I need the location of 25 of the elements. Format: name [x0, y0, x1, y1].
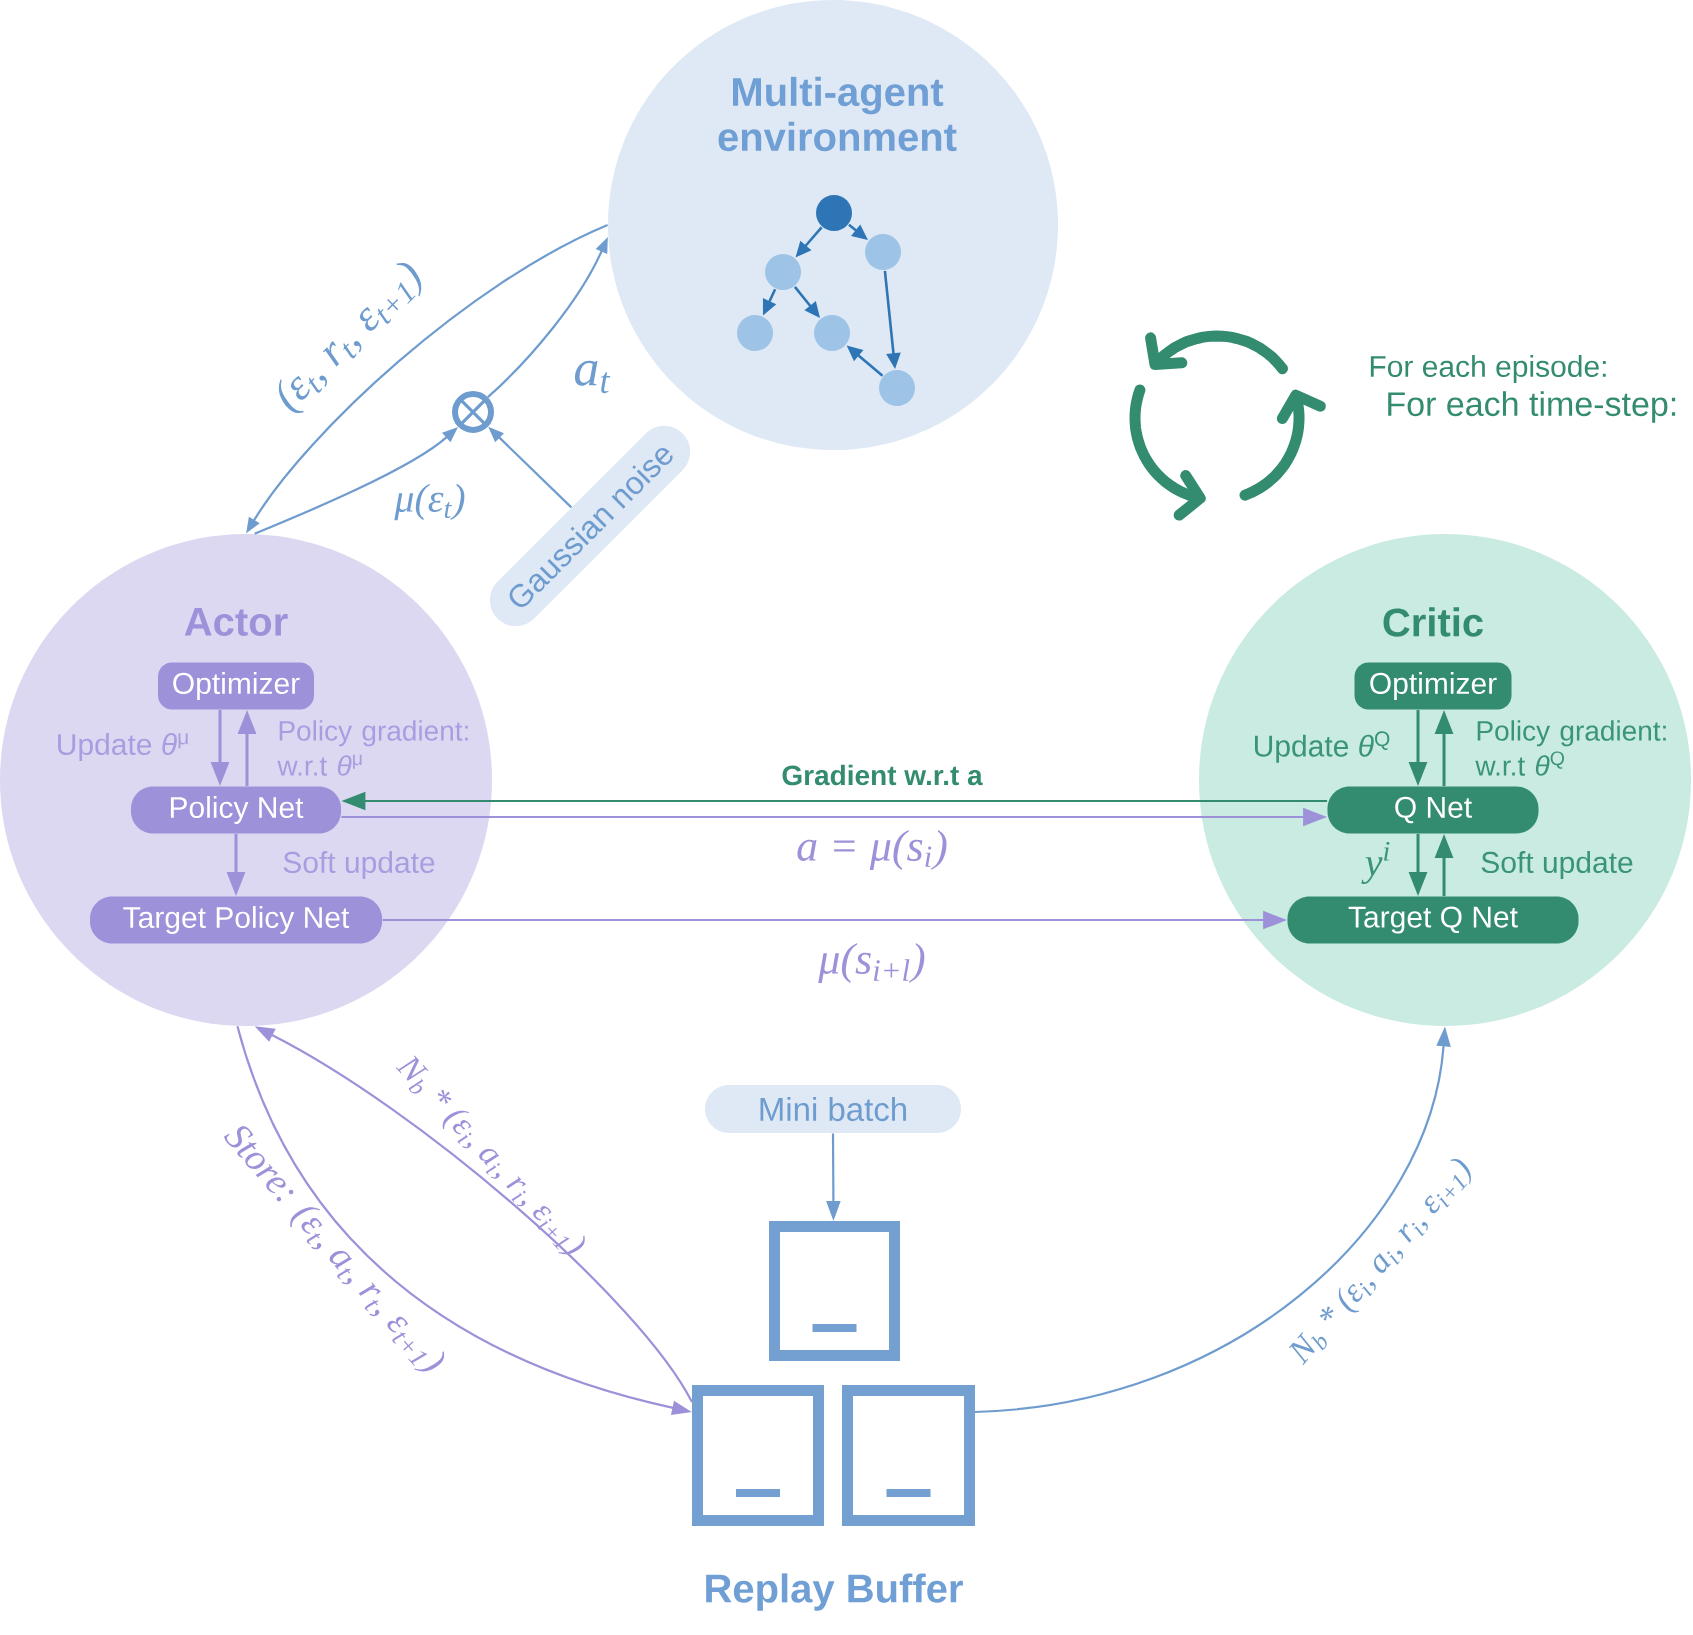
edge-label: (ε$_{t}$, r$_{t}$, ε$_{t+1}$): [278, 262, 422, 414]
loop-label: For each episode:: [1370, 355, 1606, 383]
edge-label: Update θ$^{Q}$: [1255, 731, 1390, 763]
pill-box: Mini batch: [705, 1085, 961, 1133]
loop-label: For each time-step:: [1388, 391, 1676, 423]
edge-label: Gradient w.r.t a: [782, 764, 983, 786]
process-box: Optimizer: [1354, 662, 1512, 710]
edge-label: a = μ(s$_{i}$): [797, 830, 947, 870]
process-box: Policy Net: [131, 786, 341, 834]
edge-label: a$_{t}$: [575, 360, 611, 394]
multiply-symbol: [452, 391, 494, 433]
process-box: Target Q Net: [1287, 896, 1579, 944]
edge-label: μ(ε$_{t}$): [394, 483, 465, 521]
edge-label: Policy gradient: w.r.t θ$^{Q}$: [1475, 720, 1666, 776]
process-box: Optimizer: [158, 662, 314, 710]
edge-label: Policy gradient: w.r.t θ$^{μ}$: [277, 720, 468, 776]
edge-label: Update θ$^{μ}$: [58, 733, 188, 761]
edge-label: Soft update: [283, 851, 435, 879]
process-box: Q Net: [1327, 786, 1539, 834]
process-box: Target Policy Net: [90, 896, 382, 944]
edge-label: μ(s$_{i+l}$): [818, 943, 925, 983]
edge-label: N$_{b}$ * (ε$_{i}$, a$_{i}$, r$_{i}$, ε$_{i+1}$): [1288, 1159, 1471, 1366]
edge-label: Soft update: [1481, 851, 1633, 879]
node-title: Replay Buffer: [706, 1573, 963, 1611]
edge-label: y$^{i}$: [1361, 841, 1390, 885]
